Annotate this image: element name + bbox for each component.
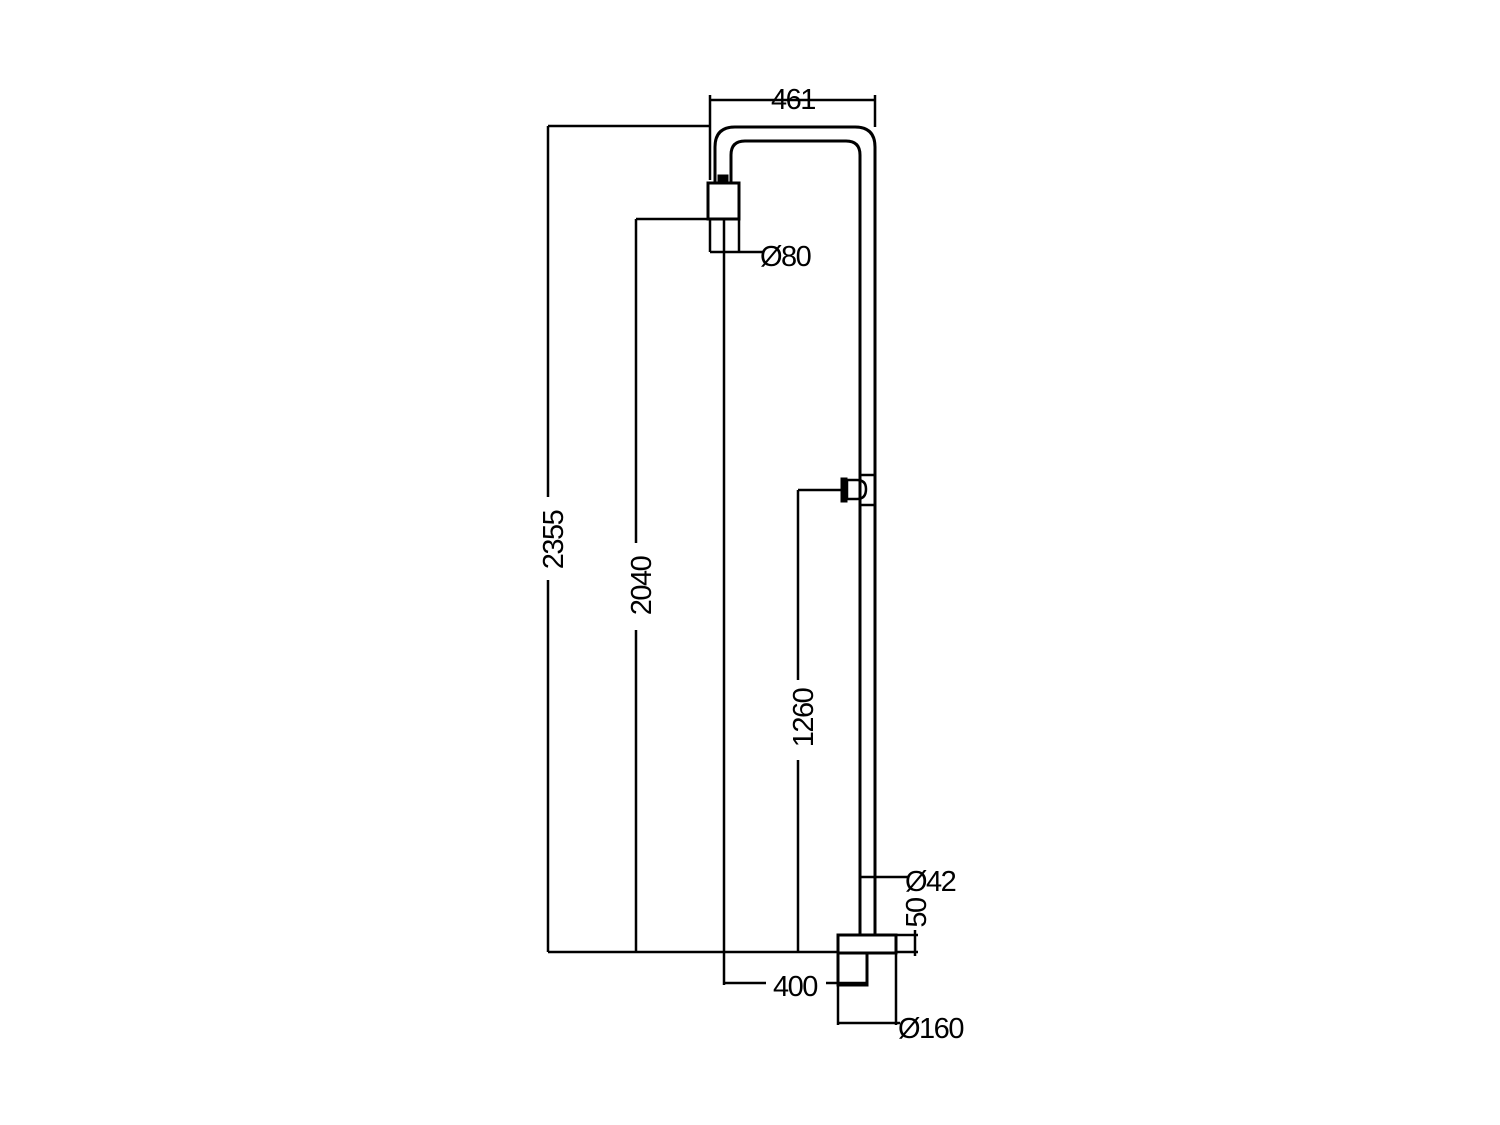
shower-column-outline	[706, 125, 877, 937]
head-height-label: 2040	[626, 556, 658, 615]
dimension-lines	[546, 95, 918, 1025]
mixer-valve	[840, 473, 877, 507]
base-diameter-label: Ø160	[898, 1013, 963, 1045]
base-height-label: 50	[901, 898, 933, 928]
head-diameter-label: Ø80	[760, 241, 811, 273]
valve-height-label: 1260	[788, 688, 820, 747]
shower-head	[706, 181, 741, 221]
overall-width-label: 461	[771, 84, 815, 116]
pipe-diameter-label: Ø42	[905, 866, 956, 898]
dimension-labels: 461 Ø80 2355 2040 1260 Ø42 50 400 Ø160	[538, 84, 965, 1045]
base-plate	[836, 933, 898, 987]
valve-lever	[840, 477, 848, 503]
base-spigot	[836, 951, 869, 987]
base-flange	[836, 933, 898, 955]
head-offset-label: 400	[773, 971, 817, 1003]
valve-handle	[845, 478, 868, 501]
overall-height-label: 2355	[538, 510, 570, 569]
valve-body	[858, 473, 877, 507]
